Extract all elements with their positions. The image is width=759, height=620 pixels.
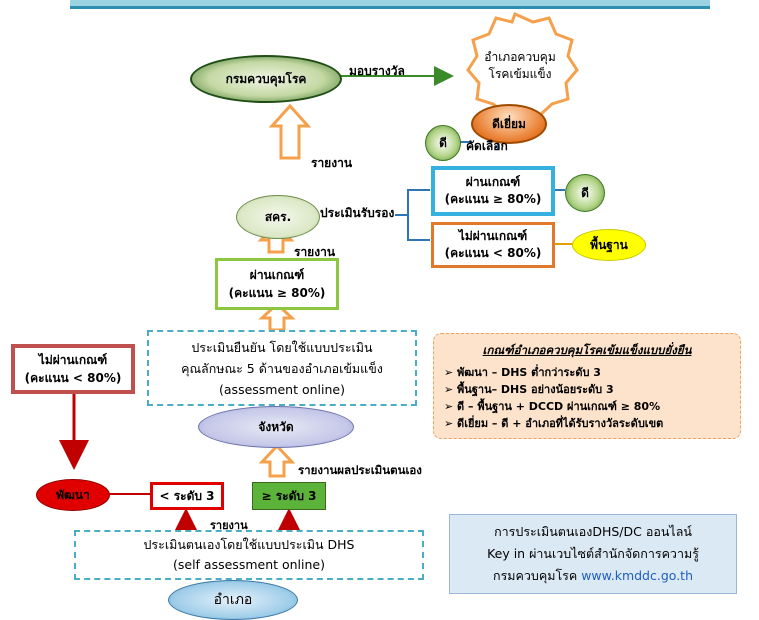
criteria-item: ➢ ดีเยี่ยม – ดี + อำเภอที่ได้รับรางวัลระ… [444,417,664,430]
good-right-node: ดี [565,174,605,212]
criteria-title: เกณฑ์อำเภอควบคุมโรคเข้มแข็งแบบยั่งยืน [482,343,692,357]
criteria-item: ➢ พื้นฐาน– DHS อย่างน้อยระดับ 3 [444,383,614,396]
pass-mid-score: (คะแนน ≥ 80%) [228,286,326,300]
good-right-label: ดี [581,185,589,200]
arrow-bullet-icon: ➢ [444,417,458,430]
criteria-item: ➢ ดี – พื้นฐาน + DCCD ผ่านเกณฑ์ ≥ 80% [444,400,661,413]
level-at-least-3-box: ≥ ระดับ 3 [252,482,326,510]
province-label: จังหวัด [258,419,294,434]
fail-right-title: ไม่ผ่านเกณฑ์ [458,229,528,243]
website-link[interactable]: www.kmddc.go.th [581,568,693,583]
good-small-label: ดี [439,135,447,150]
basic-label: พื้นฐาน [590,237,628,252]
level-below-3-box: < ระดับ 3 [150,482,224,510]
orange-arrow-confirm [258,301,296,332]
confirm-line3: (assessment online) [219,381,345,397]
arrow-bullet-icon: ➢ [444,383,458,396]
excellent-node: ดีเยี่ยม [471,104,547,144]
dcd-label: กรมควบคุมโรค [225,71,307,86]
arrow-bullet-icon: ➢ [444,366,458,379]
criteria-item: ➢ พัฒนา – DHS ต่ำกว่าระดับ 3 [444,366,601,379]
pass-top-score: (คะแนน ≥ 80%) [444,192,542,206]
develop-node: พัฒนา [36,479,110,511]
self-assessment-box: ประเมินตนเองโดยใช้แบบประเมิน DHS (self a… [74,530,424,580]
self-line2: (self assessment online) [173,557,325,572]
award-label: มอบรางวัล [349,64,405,78]
fail-left-score: (คะแนน < 80%) [24,371,122,385]
level-below-3-label: < ระดับ 3 [159,488,215,503]
info-box: การประเมินตนเองDHS/DC ออนไลน์ Key in ผ่า… [449,514,737,594]
criteria-box: เกณฑ์อำเภอควบคุมโรคเข้มแข็งแบบยั่งยืน ➢ … [433,333,741,439]
fail-right-score: (คะแนน < 80%) [444,246,542,260]
goal-label: อำเภอควบคุม โรคเข้มแข็ง [470,44,570,88]
orange-arrow-top [268,103,312,160]
arrow-bullet-icon: ➢ [444,400,458,413]
pass-top-title: ผ่านเกณฑ์ [465,175,521,189]
province-node: จังหวัด [198,406,354,448]
certify-bracket [395,189,430,241]
certify-label: ประเมินรับรอง [320,206,395,220]
fail-left-box: ไม่ผ่านเกณฑ์ (คะแนน < 80%) [11,344,135,394]
confirm-assessment-box: ประเมินยืนยัน โดยใช้แบบประเมิน คุณลักษณะ… [147,330,417,406]
goal-line1: อำเภอควบคุม [484,50,556,64]
level-at-least-3-label: ≥ ระดับ 3 [261,488,317,503]
top-banner [70,0,710,9]
good-small-node: ดี [425,125,461,161]
odpc-label: สคร. [264,209,292,224]
info-line2: Key in ผ่านเวบไซต์สำนักจัดการความรู้ [487,546,699,561]
fail-right-box: ไม่ผ่านเกณฑ์ (คะแนน < 80%) [431,222,555,268]
pass-top-box: ผ่านเกณฑ์ (คะแนน ≥ 80%) [431,166,555,216]
dcd-node: กรมควบคุมโรค [190,55,342,103]
basic-node: พื้นฐาน [572,229,646,261]
fail-left-title: ไม่ผ่านเกณฑ์ [38,353,108,367]
orange-arrow-self [258,443,296,478]
confirm-line2: คุณลักษณะ 5 ด้านของอำเภอเข้มแข็ง [181,360,383,376]
report-low-label: รายงาน [210,519,248,532]
pass-mid-box: ผ่านเกณฑ์ (คะแนน ≥ 80%) [215,258,339,310]
report-up-label: รายงาน [311,156,353,170]
develop-label: พัฒนา [56,487,90,502]
info-line1: การประเมินตนเองDHS/DC ออนไลน์ [494,524,692,539]
excellent-label: ดีเยี่ยม [492,116,526,131]
goal-line2: โรคเข้มแข็ง [488,67,552,81]
confirm-line1: ประเมินยืนยัน โดยใช้แบบประเมิน [191,339,373,355]
pass-mid-title: ผ่านเกณฑ์ [249,268,305,282]
report-mid-label: รายงาน [294,245,336,259]
odpc-node: สคร. [236,195,320,239]
district-label: อำเภอ [213,592,253,608]
district-node: อำเภอ [168,580,298,620]
info-line3: กรมควบคุมโรค www.kmddc.go.th [493,568,693,583]
self-report-label: รายงานผลประเมินตนเอง [298,463,422,477]
select-label: คัดเลือก [466,139,508,153]
self-line1: ประเมินตนเองโดยใช้แบบประเมิน DHS [143,537,355,552]
